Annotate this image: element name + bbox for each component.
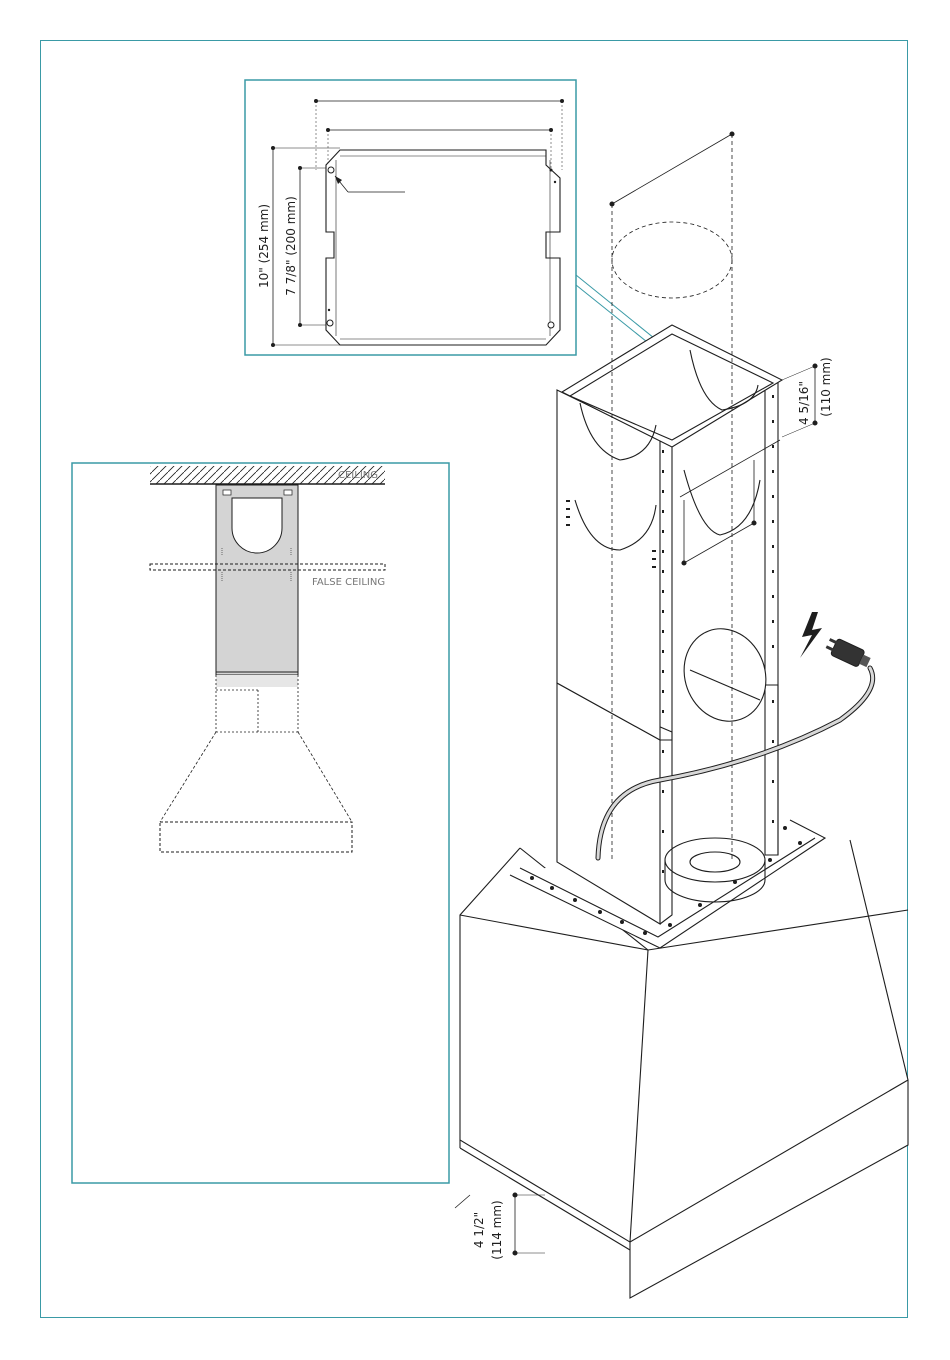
false-ceiling-side-view: CEILING FALSE CEILING bbox=[72, 463, 449, 1183]
power-plug-icon bbox=[824, 635, 872, 670]
hood-band-dimension-in: 4 1/2" bbox=[472, 1212, 486, 1248]
top-opening-dimension-mm: (110 mm) bbox=[819, 357, 833, 416]
lightning-bolt-icon bbox=[800, 612, 822, 658]
top-opening-dimension-in: 4 5/16" bbox=[797, 381, 811, 425]
bracket-height-dimension: 10" (254 mm) bbox=[257, 204, 271, 288]
false-ceiling-label: FALSE CEILING bbox=[312, 577, 385, 588]
bracket-hole-spacing-dimension: 7 7/8" (200 mm) bbox=[284, 196, 298, 296]
hood-band-dimension-mm: (114 mm) bbox=[490, 1200, 504, 1259]
ceiling-label: CEILING bbox=[338, 470, 378, 481]
bracket-detail-inset: 10" (254 mm) 7 7/8" (200 mm) bbox=[245, 80, 675, 362]
